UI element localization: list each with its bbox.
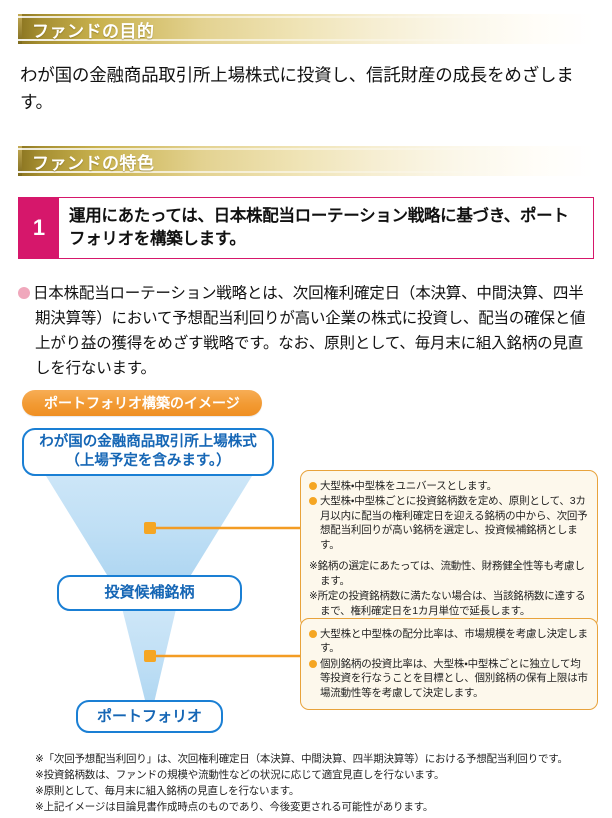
section-heading-features: ファンドの特色 [18,146,594,176]
footnote-item: ※上記イメージは目論見書作成時点のものであり、今後変更される可能性があります。 [35,800,434,813]
heading-highlight-line [18,16,594,18]
footnote-item: ※「次回予想配当利回り」は、次回権利確定日（本決算、中間決算、四半期決算等）にお… [35,753,568,765]
feature-number-badge: 1 [19,198,59,258]
diagram-banner: ポートフォリオ構築のイメージ [22,390,262,416]
section-heading-purpose: ファンドの目的 [18,14,594,44]
pink-bullet-icon [18,287,30,299]
callout-1-note-1: ※銘柄の選定にあたっては、流動性、財務健全性等も考慮します。 [309,560,585,587]
callout-1-bullet-2: 大型株・中型株ごとに投資銘柄数を定め、原則として、3カ月以内に配当の権利確定日を… [309,494,588,552]
feature-bullet-paragraph: 日本株配当ローテーション戦略とは、次回権利確定日（本決算、中間決算、四半期決算等… [18,281,594,381]
footnote-item: ※原則として、毎月末に組入銘柄の見直しを行ないます。 [35,784,300,797]
feature-bullet-text: 日本株配当ローテーション戦略とは、次回権利確定日（本決算、中間決算、四半期決算等… [33,285,586,378]
feature-item-1: 1 運用にあたっては、日本株配当ローテーション戦略に基づき、ポートフォリオを構築… [18,197,594,259]
funnel-box-universe-line1: わが国の金融商品取引所上場株式 [39,434,257,451]
purpose-body-text: わが国の金融商品取引所上場株式に投資し、信託財産の成長をめざします。 [20,65,574,113]
orange-bullet-icon [309,630,317,638]
funnel-graphic [30,450,300,720]
heading-highlight-line [18,148,594,150]
feature-item-1-text: 運用にあたっては、日本株配当ローテーション戦略に基づき、ポートフォリオを構築しま… [69,206,569,248]
orange-bullet-icon [309,482,317,490]
connector-dot-1 [144,522,156,534]
callout-1-bullet-1: 大型株・中型株をユニバースとします。 [309,479,588,493]
funnel-box-candidates: 投資候補銘柄 [57,575,242,611]
funnel-box-portfolio: ポートフォリオ [76,700,223,733]
callout-2-bullet-1: 大型株と中型株の配分比率は、市場規模を考慮し決定します。 [309,627,588,656]
section-heading-features-label: ファンドの特色 [32,153,155,173]
funnel-box-universe-line2: （上場予定を含みます。） [65,453,231,469]
callout-box-selection: 大型株・中型株をユニバースとします。 大型株・中型株ごとに投資銘柄数を定め、原則… [300,470,598,629]
section-heading-purpose-label: ファンドの目的 [32,21,155,41]
callout-box-allocation: 大型株と中型株の配分比率は、市場規模を考慮し決定します。 個別銘柄の投資比率は、… [300,618,598,711]
footnote-list: ※「次回予想配当利回り」は、次回権利確定日（本決算、中間決算、四半期決算等）にお… [35,752,595,816]
orange-bullet-icon [309,659,317,668]
portfolio-funnel-diagram: わが国の金融商品取引所上場株式 （上場予定を含みます。） 投資候補銘柄 ポートフ… [0,420,612,750]
callout-1-note-2: ※所定の投資銘柄数に満たない場合は、当該銘柄数に達するまで、権利確定日を1カ月単… [309,590,586,617]
orange-bullet-icon [309,497,317,506]
funnel-box-universe: わが国の金融商品取引所上場株式 （上場予定を含みます。） [22,428,274,476]
connector-dot-2 [144,650,156,662]
callout-2-bullet-2: 個別銘柄の投資比率は、大型株・中型株ごとに独立して均等投資を行なうことを目標とし… [309,657,588,700]
footnote-item: ※投資銘柄数は、ファンドの規模や流動性などの状況に応じて適宜見直しを行ないます。 [35,768,445,781]
